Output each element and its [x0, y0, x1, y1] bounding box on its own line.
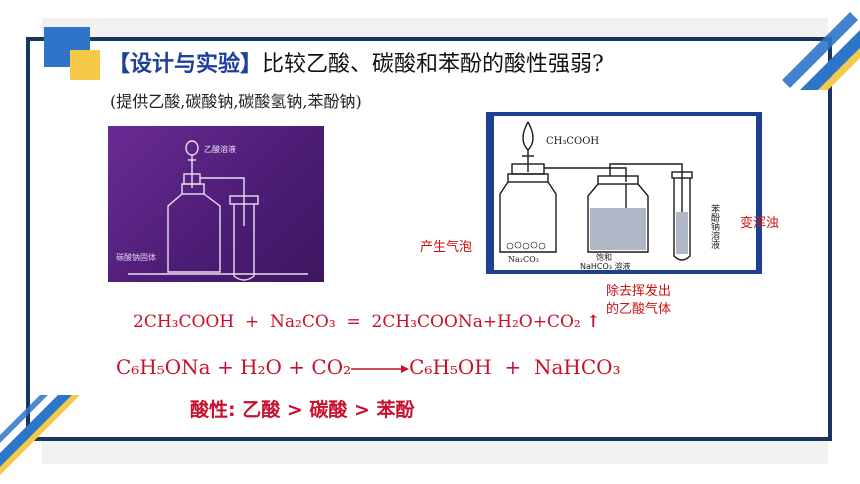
remove-acid-annotation-line1: 除去挥发出 — [606, 284, 672, 299]
eq1-reactant-2: Na₂CO₃ — [270, 312, 336, 332]
acetic-acid-label: CH₃COOH — [546, 136, 599, 147]
remove-acid-annotation-line2: 的乙酸气体 — [606, 302, 672, 317]
equation-phenolate-co2: C₆H₅ONa + H₂O + CO₂ C₆H₅OH + NaHCO₃ — [116, 355, 621, 379]
eq1-plus: + — [244, 312, 260, 332]
heading-text: 比较乙酸、碳酸和苯酚的酸性强弱? — [262, 52, 604, 77]
slide-subtitle: (提供乙酸,碳酸钠,碳酸氢钠,苯酚钠) — [110, 92, 362, 111]
decor-stripes-bottom-left — [0, 395, 80, 475]
eq1-products: 2CH₃COONa+H₂O+CO₂ — [371, 312, 581, 332]
decor-stripes-top-right — [782, 12, 860, 90]
acidity-conclusion: 酸性: 乙酸 > 碳酸 > 苯酚 — [190, 399, 415, 421]
eq2-reactants: C₆H₅ONa + H₂O + CO₂ — [116, 355, 352, 379]
eq2-plus: + — [504, 355, 522, 379]
heading-tag: 【设计与实验】 — [108, 51, 263, 77]
nahco3-label-2: NaHCO₃ 溶液 — [580, 261, 631, 271]
solid-label: 碳酸钠固体 — [116, 252, 156, 262]
eq2-product-2: NaHCO₃ — [533, 355, 621, 379]
nahco3-label-1: 饱和 — [596, 252, 612, 262]
reaction-arrow-icon — [351, 364, 410, 373]
na2co3-label: Na₂CO₃ — [508, 255, 539, 264]
eq1-equals: = — [346, 312, 361, 332]
turbid-annotation: 变浑浊 — [740, 216, 780, 231]
equation-acetic-carbonate: 2CH₃COOH + Na₂CO₃ = 2CH₃COONa+H₂O+CO₂ ↑ — [133, 312, 600, 332]
phenolate-label: 苯酚钠溶液 — [709, 203, 720, 250]
funnel-label: 乙酸溶液 — [204, 144, 236, 154]
slide-heading: 【设计与实验】比较乙酸、碳酸和苯酚的酸性强弱? — [108, 46, 604, 78]
eq2-product-1: C₆H₅OH — [409, 355, 492, 379]
eq1-reactant-1: 2CH₃COOH — [133, 312, 235, 332]
decor-yellow-square — [70, 50, 100, 80]
apparatus-photo-right: CH₃COOH Na₂CO₃ 饱和 NaHCO₃ 溶液 苯酚钠溶液 — [486, 112, 762, 274]
eq1-gas-arrow: ↑ — [586, 312, 601, 332]
apparatus-left-drawing: 乙酸溶液 碳酸钠固体 — [116, 140, 308, 281]
bubbles-annotation: 产生气泡 — [420, 240, 473, 255]
apparatus-photo-left: 乙酸溶液 碳酸钠固体 — [108, 126, 324, 282]
apparatus-right-drawing: CH₃COOH Na₂CO₃ 饱和 NaHCO₃ 溶液 苯酚钠溶液 — [494, 116, 756, 271]
